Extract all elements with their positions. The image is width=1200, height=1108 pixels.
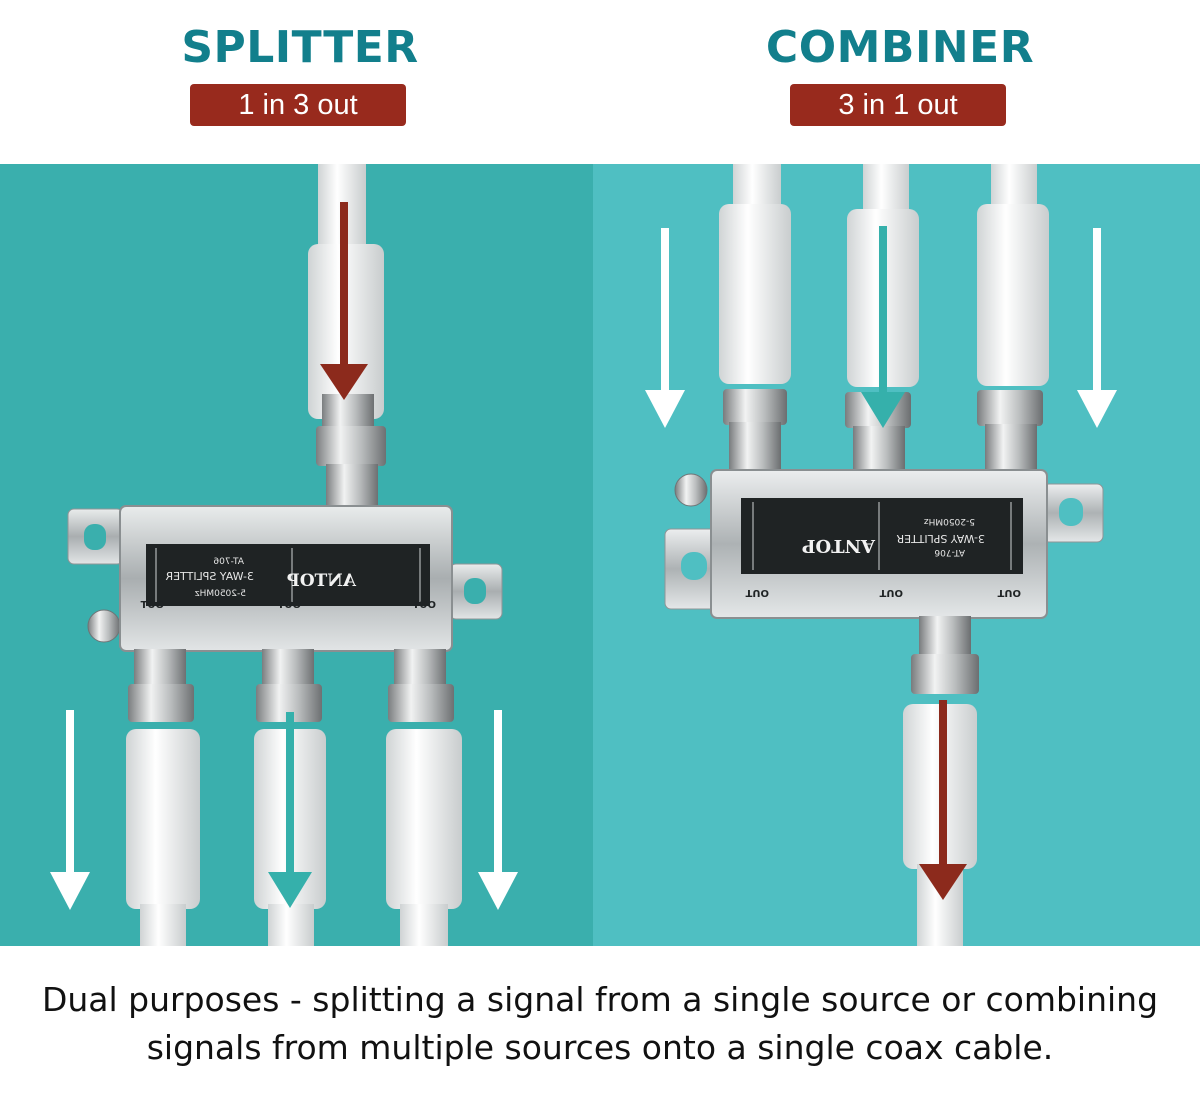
combiner-brand: ANTOP	[802, 535, 876, 556]
combiner-photo: ANTOP AT-706 3-WAY SPLITTER 5-2050MHz OU…	[593, 164, 1200, 946]
combiner-name: 3-WAY SPLITTER	[896, 532, 985, 545]
combiner-device: ANTOP AT-706 3-WAY SPLITTER 5-2050MHz OU…	[664, 469, 1104, 619]
combiner-freq: 5-2050MHz	[924, 516, 975, 526]
splitter-name: 3-WAY SPLITTER	[165, 570, 254, 583]
splitter-port-right: OUT	[412, 600, 436, 611]
caption: Dual purposes - splitting a signal from …	[0, 976, 1200, 1072]
input-arrow	[320, 202, 368, 400]
input-arrows	[645, 226, 1117, 428]
output-arrows	[50, 710, 518, 910]
splitter-title: SPLITTER	[181, 22, 419, 73]
splitter-device: ANTOP AT-706 3-WAY SPLITTER 5-2050MHz OU…	[67, 505, 503, 652]
combiner-model: AT-706	[934, 547, 965, 557]
splitter-port-mid: OUT	[277, 600, 301, 611]
combiner-badge: 3 in 1 out	[790, 84, 1006, 126]
splitter-illustration: ANTOP AT-706 3-WAY SPLITTER 5-2050MHz OU…	[0, 164, 593, 946]
splitter-model: AT-706	[213, 557, 244, 567]
combiner-title: COMBINER	[765, 22, 1035, 73]
combiner-port-left: OUT	[745, 587, 769, 598]
splitter-port-left: OUT	[140, 600, 164, 611]
splitter-photo: ANTOP AT-706 3-WAY SPLITTER 5-2050MHz OU…	[0, 164, 593, 946]
splitter-badge: 1 in 3 out	[190, 84, 406, 126]
combiner-port-mid: OUT	[879, 587, 903, 598]
output-arrow	[919, 700, 967, 900]
caption-line-1: Dual purposes - splitting a signal from …	[41, 980, 1159, 1019]
combiner-port-right: OUT	[997, 587, 1021, 598]
combiner-illustration: ANTOP AT-706 3-WAY SPLITTER 5-2050MHz OU…	[593, 164, 1200, 946]
caption-line-2: signals from multiple sources onto a sin…	[146, 1028, 1054, 1067]
splitter-brand: ANTOP	[287, 571, 357, 591]
splitter-freq: 5-2050MHz	[195, 589, 246, 599]
